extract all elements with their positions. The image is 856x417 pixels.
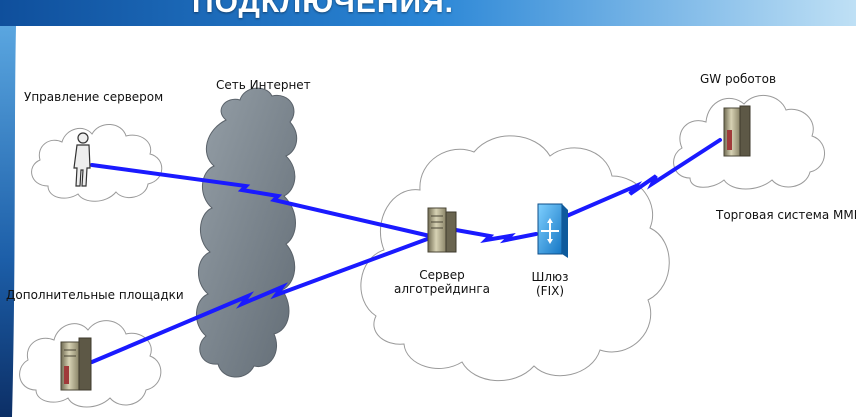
cloud-icon [31,124,163,202]
label-internet: Сеть Интернет [216,78,311,92]
link-server-gateway [454,228,538,244]
link-additional-server [90,236,432,364]
person-icon [73,132,91,187]
link-management-server [90,163,432,238]
label-additional-sites: Дополнительные площадки [6,288,184,302]
server-icon [723,105,751,157]
left-edge-decoration [0,26,16,417]
label-server-management: Управление сервером [24,90,164,104]
label-trading-system: Торговая система ММВБ [716,208,856,222]
gateway-icon [537,203,568,258]
label-gateway: Шлюз (FIX) [520,270,580,298]
label-gw-robots: GW роботов [700,72,777,86]
link-gateway-gw [560,138,722,220]
label-algo-server-line2: алготрейдинга [393,282,491,296]
cloud-icon [360,135,670,381]
internet-cloud [196,87,298,378]
network-links [90,138,722,364]
label-algo-server-line1: Сервер [419,268,465,282]
label-gateway-line1: Шлюз [531,270,569,284]
label-gateway-line2: (FIX) [535,284,565,298]
title-banner [0,0,856,26]
page-title: ПОДКЛЮЧЕНИЯ. [192,0,454,19]
server-icon [60,337,92,391]
server-icon [427,207,457,253]
label-algo-server: Сервер алготрейдинга [392,268,492,296]
